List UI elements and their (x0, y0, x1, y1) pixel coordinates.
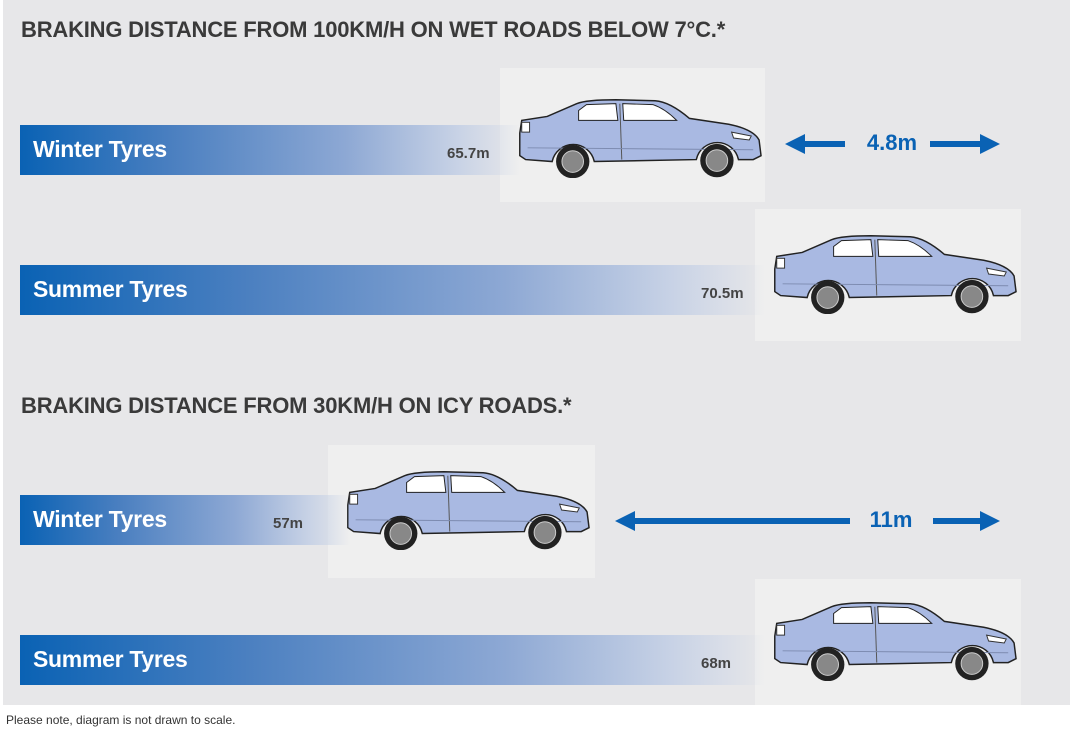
car-icon (519, 99, 762, 178)
bar-label: Summer Tyres (33, 276, 188, 302)
bar-summer-icy: Summer Tyres (20, 635, 765, 685)
car-summer-wet (755, 209, 1021, 341)
car-icon (774, 602, 1017, 681)
car-winter-icy (328, 445, 595, 578)
footnote: Please note, diagram is not drawn to sca… (6, 713, 236, 727)
car-icon (347, 471, 590, 550)
value-label: 65.7m (447, 145, 490, 162)
difference-label: 11m (869, 507, 913, 532)
bar-label: Summer Tyres (33, 646, 188, 672)
double-arrow-icon (615, 511, 1000, 531)
bar-winter-wet: Winter Tyres (20, 125, 520, 175)
car-winter-wet (500, 68, 765, 202)
car-icon (774, 235, 1017, 314)
value-label: 70.5m (701, 285, 744, 302)
difference-arrow-wet: 4.8m (785, 130, 1000, 160)
bar-label: Winter Tyres (33, 136, 167, 162)
value-label: 68m (701, 655, 732, 672)
chart-title-wet: BRAKING DISTANCE FROM 100KM/H ON WET ROA… (21, 17, 726, 42)
bar-summer-wet: Summer Tyres (20, 265, 765, 315)
chart-title-icy: BRAKING DISTANCE FROM 30KM/H ON ICY ROAD… (21, 393, 572, 418)
bar-winter-icy: Winter Tyres (20, 495, 350, 545)
difference-label: 4.8m (866, 130, 918, 155)
value-label: 57m (273, 515, 304, 532)
difference-arrow-icy: 11m (615, 507, 1000, 537)
double-arrow-icon (785, 134, 1000, 154)
bar-label: Winter Tyres (33, 506, 167, 532)
car-summer-icy (755, 579, 1021, 705)
